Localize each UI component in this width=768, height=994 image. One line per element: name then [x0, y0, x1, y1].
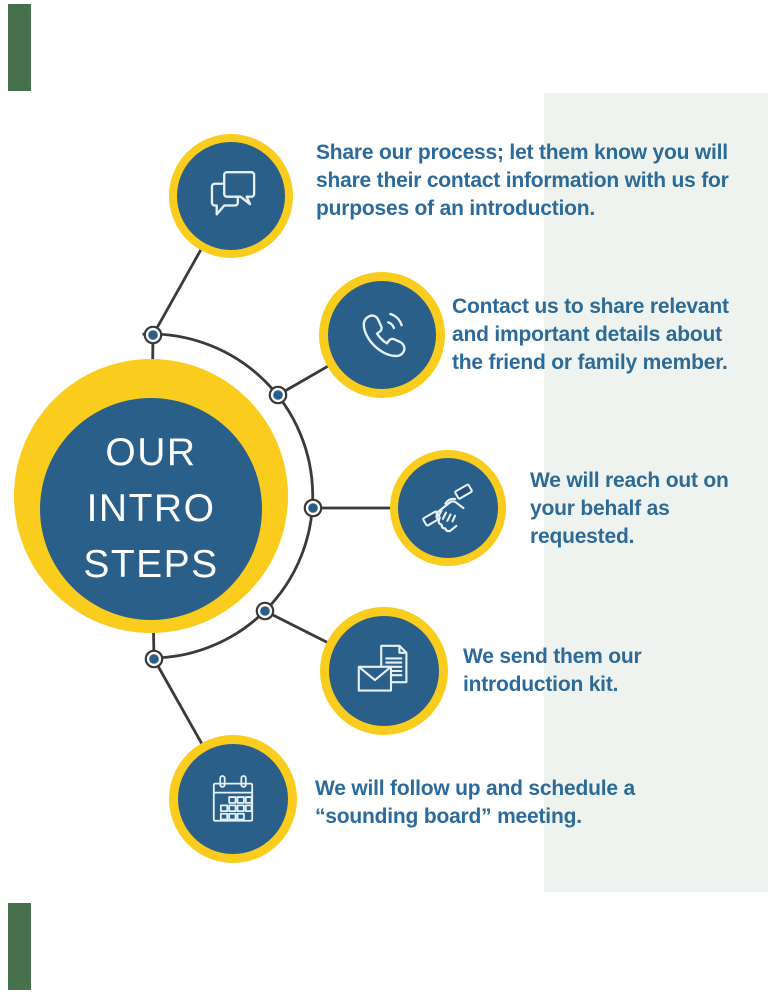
step-text-phone: Contact us to share relevant and importa… — [452, 295, 729, 374]
center-circle: OUR INTRO STEPS — [14, 359, 288, 633]
calendar-icon — [212, 775, 254, 822]
center-title: OUR INTRO STEPS — [83, 431, 219, 586]
connector-dot — [255, 601, 275, 621]
step-circle-chat — [169, 134, 293, 258]
center-circle-face: OUR INTRO STEPS — [40, 398, 262, 620]
step-circle-calendar — [169, 735, 297, 863]
connector-dot — [303, 498, 323, 518]
step-text-handshake: We will reach out on your behalf as requ… — [530, 469, 729, 548]
step-circle-phone-face — [328, 281, 436, 389]
orbit-arc — [142, 332, 315, 660]
step-text-chat: Share our process; let them know you wil… — [316, 141, 729, 220]
step-circle-chat-face — [177, 142, 285, 250]
green-accent-strip-top — [8, 4, 31, 91]
connector-dot — [143, 325, 163, 345]
step-text-calendar: We will follow up and schedule a “soundi… — [315, 777, 635, 828]
step-circle-mail — [320, 607, 448, 735]
handshake-icon — [422, 483, 473, 533]
step-circle-handshake — [390, 450, 506, 566]
step-circle-calendar-face — [178, 744, 288, 854]
connector-dot — [268, 385, 288, 405]
step-circle-mail-face — [329, 616, 439, 726]
step-text-mail: We send them our introduction kit. — [463, 645, 642, 696]
connector-dot — [144, 649, 164, 669]
mail-kit-icon — [357, 644, 408, 692]
step-circle-handshake-face — [398, 458, 498, 558]
step-circle-phone — [319, 272, 445, 398]
connector-dots — [143, 325, 323, 669]
green-accent-strip-bottom — [8, 903, 31, 990]
chat-bubbles-icon — [210, 171, 256, 216]
phone-call-icon — [362, 312, 406, 358]
